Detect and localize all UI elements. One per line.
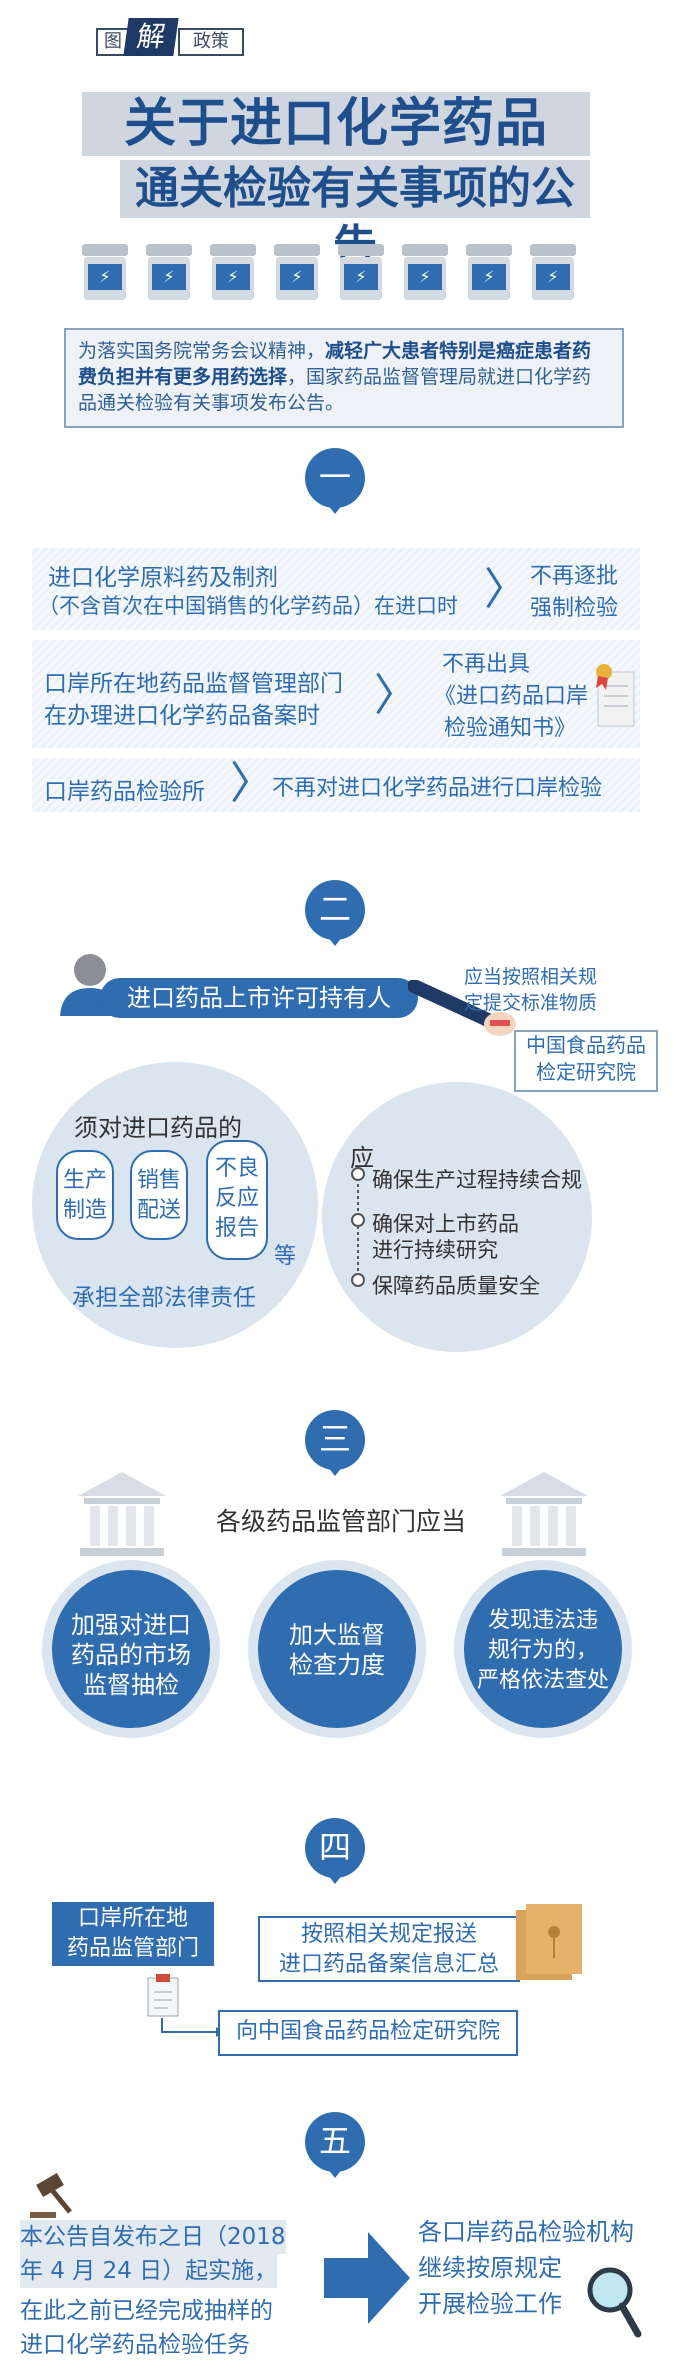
institute-box: 中国食品药品 检定研究院 <box>514 1030 658 1092</box>
holder-bar: 进口药品上市许可持有人 <box>100 978 418 1018</box>
duty-item2a: 确保对上市药品 <box>372 1212 519 1236</box>
row1-left-line1: 进口化学原料药及制剂 <box>48 565 278 591</box>
duty-item1: 确保生产过程持续合规 <box>372 1168 582 1192</box>
pill-adverse: 不良反应报告 <box>206 1140 268 1260</box>
row1-right-line2: 强制检验 <box>530 596 619 621</box>
institute-line2: 检定研究院 <box>536 1060 636 1084</box>
timeline-line <box>351 1167 365 1287</box>
effective-line1: 本公告自发布之日（2018 <box>20 2220 286 2254</box>
section-badge-5: 五 <box>305 2112 365 2178</box>
government-building-icon <box>500 1472 588 1556</box>
duty-item2b: 进行持续研究 <box>372 1238 498 1262</box>
obligation-bottom: 承担全部法律责任 <box>72 1285 256 1311</box>
section1-row2: 口岸所在地药品监督管理部门 在办理进口化学药品备案时 〉 不再出具 《进口药品口… <box>32 640 640 748</box>
duty-circle <box>322 1082 592 1352</box>
action-circle-1: 加强对进口药品的市场监督抽检 <box>52 1570 210 1728</box>
section1-row1: 进口化学原料药及制剂 （不含首次在中国销售的化学药品）在进口时 〉 不再逐批 强… <box>32 548 640 630</box>
port-dept-box: 口岸所在地药品监管部门 <box>52 1902 214 1966</box>
continue-line1: 各口岸药品检验机构 <box>418 2218 634 2246</box>
bottle-icon: ⚡ <box>466 244 512 300</box>
gavel-icon <box>30 2172 72 2218</box>
bottle-icon: ⚡ <box>210 244 256 300</box>
hand-pen-icon <box>408 980 516 1036</box>
intro-text-1: 为落实国务院常务会议精神， <box>78 340 326 362</box>
bottle-icon: ⚡ <box>146 244 192 300</box>
effective-line4: 进口化学药品检验任务 <box>20 2332 250 2358</box>
row3-left: 口岸药品检验所 <box>44 779 205 805</box>
pill-sales: 销售配送 <box>130 1150 188 1240</box>
page-title-line2: 通关检验有关事项的公告 <box>120 160 590 272</box>
row2-right-line3: 检验通知书》 <box>444 716 577 741</box>
continue-line3: 开展检验工作 <box>418 2290 562 2318</box>
bottle-icon: ⚡ <box>82 244 128 300</box>
bottle-icon: ⚡ <box>530 244 576 300</box>
row1-left-line2: （不含首次在中国销售的化学药品）在进口时 <box>38 594 458 618</box>
effective-line2: 年 4 月 24 日）起实施， <box>20 2254 278 2288</box>
row1-right-line1: 不再逐批 <box>530 564 619 589</box>
row2-left-line2: 在办理进口化学药品备案时 <box>44 703 320 729</box>
intro-text-bold: 减轻广大患者特别是癌症患者药费负担并有更多用药选择 <box>78 340 592 388</box>
logo: 图 解 政策 <box>96 18 248 56</box>
effective-line3: 在此之前已经完成抽样的 <box>20 2298 273 2324</box>
duty-item3: 保障药品质量安全 <box>372 1274 540 1298</box>
action-circle-3: 发现违法违规行为的，严格依法查处 <box>464 1570 622 1728</box>
institute-line1: 中国食品药品 <box>526 1033 646 1057</box>
note-line1: 应当按照相关规 <box>464 966 598 988</box>
section-badge-2: 二 <box>305 880 365 946</box>
page-title-line1: 关于进口化学药品 <box>82 92 590 156</box>
effective-date-text: 本公告自发布之日（2018 年 4 月 24 日）起实施， 在此之前已经完成抽样… <box>20 2220 310 2362</box>
section-badge-3: 三 <box>305 1410 365 1476</box>
chevron-right-icon: 〉 <box>484 564 528 615</box>
government-building-icon <box>78 1472 166 1556</box>
report-action-box: 按照相关规定报送进口药品备案信息汇总 <box>258 1916 520 1982</box>
folder-icon <box>516 1904 582 1980</box>
obligation-title: 须对进口药品的 <box>74 1114 242 1142</box>
row2-right-line1: 不再出具 <box>442 652 531 677</box>
row2-left-line1: 口岸所在地药品监督管理部门 <box>44 671 343 697</box>
duty-title: 应 <box>350 1144 374 1172</box>
action-circle-2: 加大监督检查力度 <box>258 1570 416 1728</box>
intro-text-3: ，国家药品监督管理局就进口化学药品通关检验有关事项发布公告。 <box>78 366 592 414</box>
certificate-icon <box>596 664 635 727</box>
bottle-icon: ⚡ <box>402 244 448 300</box>
target-institute-box: 向中国食品药品检定研究院 <box>218 2010 518 2056</box>
row3-right: 不再对进口化学药品进行口岸检验 <box>272 776 603 801</box>
section1-row3: 口岸药品检验所 〉 不再对进口化学药品进行口岸检验 <box>32 758 640 812</box>
arrow-right-icon <box>324 2232 410 2324</box>
continue-text: 各口岸药品检验机构 继续按原规定 开展检验工作 <box>418 2214 634 2322</box>
section-badge-1: 一 <box>305 448 365 514</box>
bottle-icon: ⚡ <box>274 244 320 300</box>
etc-text: 等 <box>274 1244 297 1269</box>
chevron-right-icon: 〉 <box>374 670 418 721</box>
continue-line2: 继续按原规定 <box>418 2254 562 2282</box>
chevron-right-icon: 〉 <box>230 758 274 809</box>
intro-box: 为落实国务院常务会议精神，减轻广大患者特别是癌症患者药费负担并有更多用药选择，国… <box>64 328 624 428</box>
note-line2: 定提交标准物质 <box>464 992 598 1014</box>
logo-right: 政策 <box>178 28 244 56</box>
row2-right-line2: 《进口药品口岸 <box>434 684 589 709</box>
magnifier-icon <box>587 2267 642 2338</box>
section3-title: 各级药品监管部门应当 <box>216 1507 467 1536</box>
bottle-icon: ⚡ <box>338 244 384 300</box>
pill-production: 生产制造 <box>56 1150 114 1240</box>
section-badge-4: 四 <box>305 1818 365 1884</box>
clipboard-arrow-icon <box>147 1974 224 2037</box>
logo-mid: 解 <box>123 18 179 56</box>
